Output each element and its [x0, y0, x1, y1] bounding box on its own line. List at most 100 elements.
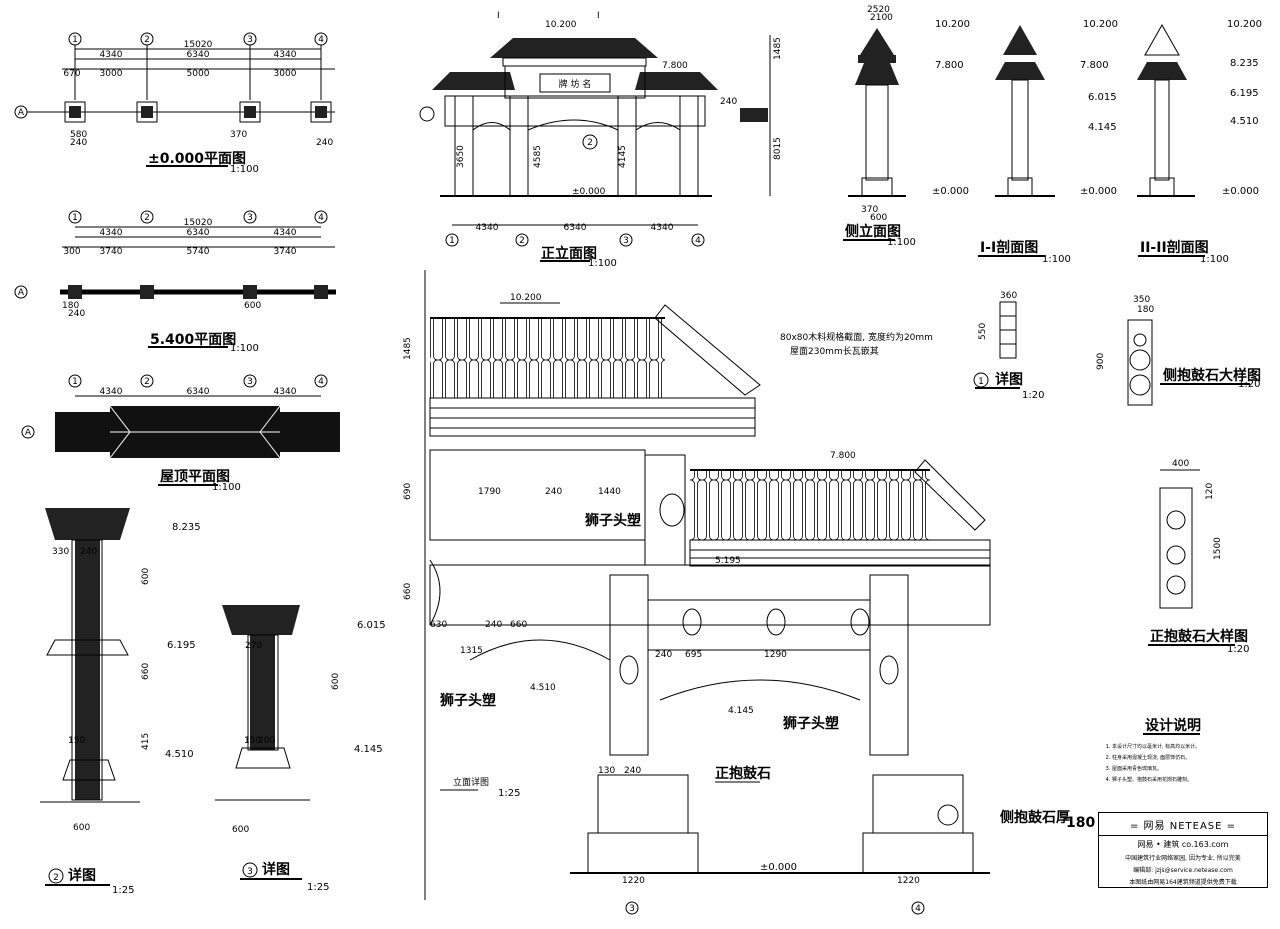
design-note-4: 狮子头塑、抱鼓石采用花岗石雕刻。	[1112, 775, 1273, 786]
d2-dim-415: 415	[141, 733, 151, 750]
plan-ground-floor: 1 2 3 4 15020 4340 6340 4340 3000 5000 3…	[14, 32, 335, 175]
right-roof	[635, 72, 718, 90]
d2-title: 详图	[68, 867, 96, 884]
side-lvl-0: ±0.000	[932, 186, 969, 197]
plaque-text: 牌 坊 名	[559, 78, 592, 90]
d1-dim-360: 360	[1000, 291, 1017, 301]
main-roof	[490, 38, 658, 58]
big-lvl-0: ±0.000	[760, 862, 797, 873]
design-notes-title: 设计说明	[1145, 717, 1201, 734]
plan54-sub-3740b: 3740	[274, 247, 297, 257]
roof-title: 屋顶平面图	[160, 469, 230, 485]
front-elevation: I I 10.200 7.800 牌 坊 名 2 ±0.000 3650 458…	[419, 11, 783, 269]
d3-dim-600v: 600	[331, 673, 341, 690]
fdd-title: 正抱鼓石大样图	[1150, 628, 1248, 645]
side-lvl-7800: 7.800	[935, 60, 964, 71]
big-lvl-5195: 5.195	[715, 556, 741, 566]
sdd-title: 侧抱鼓石大样图	[1163, 367, 1261, 384]
plan54-title: 5.400平面图	[150, 332, 236, 348]
lion-label-3: 狮子头塑	[782, 715, 839, 732]
roof-span-2: 6340	[187, 387, 210, 397]
sec1-lvl-10200: 10.200	[1083, 19, 1118, 30]
d2-dim-600b: 600	[73, 823, 90, 833]
sec1-lvl-4145: 4.145	[1088, 122, 1117, 133]
big-axis-3: 3	[629, 904, 635, 914]
plan54-bot-240: 240	[68, 309, 85, 319]
big-note-1: 80x80木料规格截面, 宽度约为20mm	[780, 331, 933, 343]
fdd-dim-120: 120	[1205, 483, 1215, 500]
sec2-lvl-6195: 6.195	[1230, 88, 1259, 99]
front-h-3650: 3650	[456, 145, 466, 168]
plan-roof: 1 2 3 4 4340 6340 4340 A 屋顶平面图 1:100	[21, 374, 340, 493]
stamp-line-2: 中国建筑行业网络家园, 因为专业, 所以完美	[1125, 855, 1241, 862]
design-note-1: 本设计尺寸均以毫米计, 标高均以米计。	[1112, 742, 1273, 753]
d1-num: 1	[978, 377, 984, 387]
lion-label-1: 狮子头塑	[584, 512, 641, 529]
axis-1-label: 1	[72, 35, 78, 45]
axis-A-label: A	[25, 428, 32, 438]
detail-3: 6.015 4.145 270 150 200 600 600 3 详图 1:2…	[215, 605, 386, 893]
big-axis-4: 4	[915, 904, 921, 914]
big-lvl-4510: 4.510	[530, 683, 556, 693]
sdd-dim-900: 900	[1096, 353, 1106, 370]
plan0-title: ±0.000平面图	[148, 151, 246, 167]
d1-title: 详图	[995, 371, 1023, 388]
big-lvl-10200: 10.200	[510, 293, 542, 303]
big-base-130: 130	[598, 766, 615, 776]
sec2-title: II-II剖面图	[1140, 239, 1209, 256]
big-row3-1315: 1315	[460, 646, 483, 656]
plan0-axes: 1 2 3 4	[68, 32, 328, 100]
circle-2-mark: 2	[587, 138, 593, 148]
sec1-lvl-7800: 7.800	[1080, 60, 1109, 71]
side-drum-value: 180	[1066, 815, 1095, 831]
sec1-lvl-0: ±0.000	[1080, 186, 1117, 197]
upper-bracket-row	[430, 407, 755, 429]
side-elevation: 2520 2100 10.200 7.800 ±0.000 370 600 侧立…	[843, 5, 970, 248]
fdd-dim-1500: 1500	[1213, 537, 1223, 560]
column-2	[509, 95, 529, 197]
roof-scale: 1:100	[212, 482, 241, 493]
d2-num: 2	[53, 873, 59, 883]
big-row2-240: 240	[485, 620, 502, 630]
column-4	[679, 95, 699, 197]
sec2-lvl-10200: 10.200	[1227, 19, 1262, 30]
plan0-scale: 1:100	[230, 164, 259, 175]
plan0-columns	[64, 101, 332, 123]
front-elev-title: 正立面图	[541, 245, 597, 262]
axis-2-label: 2	[144, 377, 150, 387]
plan54-scale: 1:100	[230, 343, 259, 354]
big-note-2: 屋面230mm长瓦嵌其	[790, 345, 879, 357]
axis-1-label: 1	[449, 236, 455, 246]
stamp-line-4: 本图纸由网易164建筑频道提供免费下载	[1129, 879, 1237, 886]
side-lvl-10200: 10.200	[935, 19, 970, 30]
side-elev-scale: 1:100	[887, 237, 916, 248]
section-1-1: 10.200 7.800 6.015 4.145 ±0.000 I-I剖面图 1…	[978, 19, 1118, 265]
side-top-2100: 2100	[870, 13, 893, 23]
front-elev-scale: 1:100	[588, 258, 617, 269]
axis-3-label: 3	[623, 236, 629, 246]
plan54-columns	[68, 285, 328, 299]
sec2-lvl-0: ±0.000	[1222, 186, 1259, 197]
plan54-total-dim: 15020	[184, 218, 213, 228]
big-left-1485: 1485	[403, 337, 413, 360]
plan0-sub-670: 670	[63, 69, 80, 79]
plan0-sub-5000: 5000	[187, 69, 210, 79]
big-row1-240: 240	[545, 487, 562, 497]
detail-2: 8.235 6.195 4.510 330 240 600 660 415 15…	[40, 508, 201, 896]
front-rd-8015: 8015	[773, 137, 783, 160]
plan54-sub-300: 300	[63, 247, 80, 257]
front-bot-4340a: 4340	[476, 223, 499, 233]
base-right	[872, 774, 964, 834]
big-mid-240: 240	[655, 650, 672, 660]
axis-4-label: 4	[318, 35, 324, 45]
d3-scale: 1:25	[307, 882, 329, 893]
d3-num: 3	[247, 867, 253, 877]
big-mid-1290: 1290	[764, 650, 787, 660]
big-row2-660: 660	[510, 620, 527, 630]
side-drum-label: 侧抱鼓石厚	[1000, 809, 1070, 826]
lion-label-2: 狮子头塑	[439, 692, 496, 709]
d3-dim-150: 150	[244, 736, 261, 746]
big-column-left	[609, 574, 649, 756]
d1-dim-550: 550	[978, 323, 988, 340]
fdd-scale: 1:20	[1227, 644, 1249, 655]
